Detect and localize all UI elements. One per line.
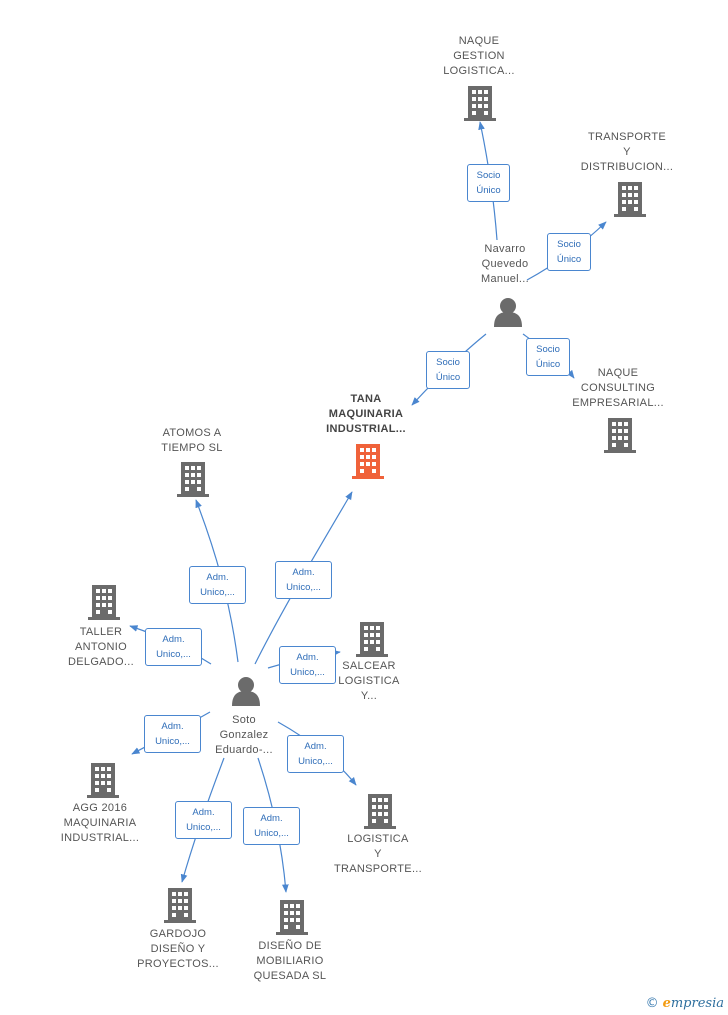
building-icon[interactable]	[604, 418, 636, 453]
edge-label-navarro-transporte[interactable]: Socio Único	[547, 233, 591, 271]
edge-label-soto-diseno[interactable]: Adm. Unico,...	[243, 807, 300, 845]
building-icon[interactable]	[614, 182, 646, 217]
node-navarro[interactable]: Navarro Quevedo Manuel...	[481, 243, 529, 285]
node-transporte-distribucion[interactable]: TRANSPORTE Y DISTRIBUCION...	[580, 131, 674, 173]
building-icon[interactable]	[164, 888, 196, 923]
node-taller[interactable]: TALLER ANTONIO DELGADO...	[68, 626, 134, 668]
edge-label-soto-salcear[interactable]: Adm. Unico,...	[279, 646, 336, 684]
node-naque-gestion[interactable]: NAQUE GESTION LOGISTICA...	[443, 35, 515, 77]
person-icon[interactable]	[494, 298, 522, 327]
node-soto[interactable]: Soto Gonzalez Eduardo-...	[215, 714, 273, 756]
building-icon[interactable]	[177, 462, 209, 497]
copyright-icon: ©	[645, 996, 659, 1011]
building-icon[interactable]	[356, 622, 388, 657]
edge-label-navarro-naque-consulting[interactable]: Socio Único	[526, 338, 570, 376]
brand-initial: e	[662, 996, 671, 1011]
node-diseno-mobiliario[interactable]: DISEÑO DE MOBILIARIO QUESADA SL	[253, 940, 327, 982]
brand-logo[interactable]: ©empresia	[646, 996, 724, 1011]
person-icon[interactable]	[232, 677, 260, 706]
node-salcear[interactable]: SALCEAR LOGISTICA Y...	[338, 660, 400, 702]
edge-label-soto-agg[interactable]: Adm. Unico,...	[144, 715, 201, 753]
node-tana[interactable]: TANA MAQUINARIA INDUSTRIAL...	[326, 393, 406, 435]
edge-label-soto-gardojo[interactable]: Adm. Unico,...	[175, 801, 232, 839]
building-icon[interactable]	[87, 763, 119, 798]
node-agg[interactable]: AGG 2016 MAQUINARIA INDUSTRIAL...	[60, 802, 140, 844]
edge-label-soto-taller[interactable]: Adm. Unico,...	[145, 628, 202, 666]
building-icon[interactable]	[276, 900, 308, 935]
brand-name: mpresia	[670, 996, 724, 1011]
node-gardojo[interactable]: GARDOJO DISEÑO Y PROYECTOS...	[137, 928, 219, 970]
building-icon[interactable]	[464, 86, 496, 121]
node-logistica-transporte[interactable]: LOGISTICA Y TRANSPORTE...	[333, 833, 423, 875]
building-icon[interactable]	[88, 585, 120, 620]
node-naque-consulting[interactable]: NAQUE CONSULTING EMPRESARIAL...	[572, 367, 664, 409]
node-atomos[interactable]: ATOMOS A TIEMPO SL	[161, 427, 223, 454]
edge-label-soto-atomos[interactable]: Adm. Unico,...	[189, 566, 246, 604]
building-icon[interactable]	[364, 794, 396, 829]
edge-label-soto-tana[interactable]: Adm. Unico,...	[275, 561, 332, 599]
edge-label-soto-logistica[interactable]: Adm. Unico,...	[287, 735, 344, 773]
building-highlight-icon[interactable]	[352, 444, 384, 479]
edge-label-navarro-naque-gestion[interactable]: Socio Único	[467, 164, 510, 202]
edge-label-navarro-tana[interactable]: Socio Único	[426, 351, 470, 389]
